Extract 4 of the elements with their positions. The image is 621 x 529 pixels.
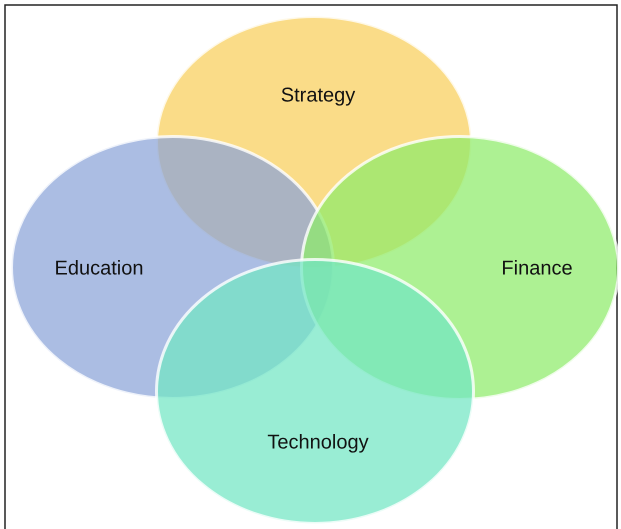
ellipse-label: Education <box>54 258 144 280</box>
ellipse-label: Strategy <box>280 84 356 108</box>
ellipse-label: Technology <box>267 432 369 454</box>
ellipse-label: Finance <box>501 258 573 280</box>
